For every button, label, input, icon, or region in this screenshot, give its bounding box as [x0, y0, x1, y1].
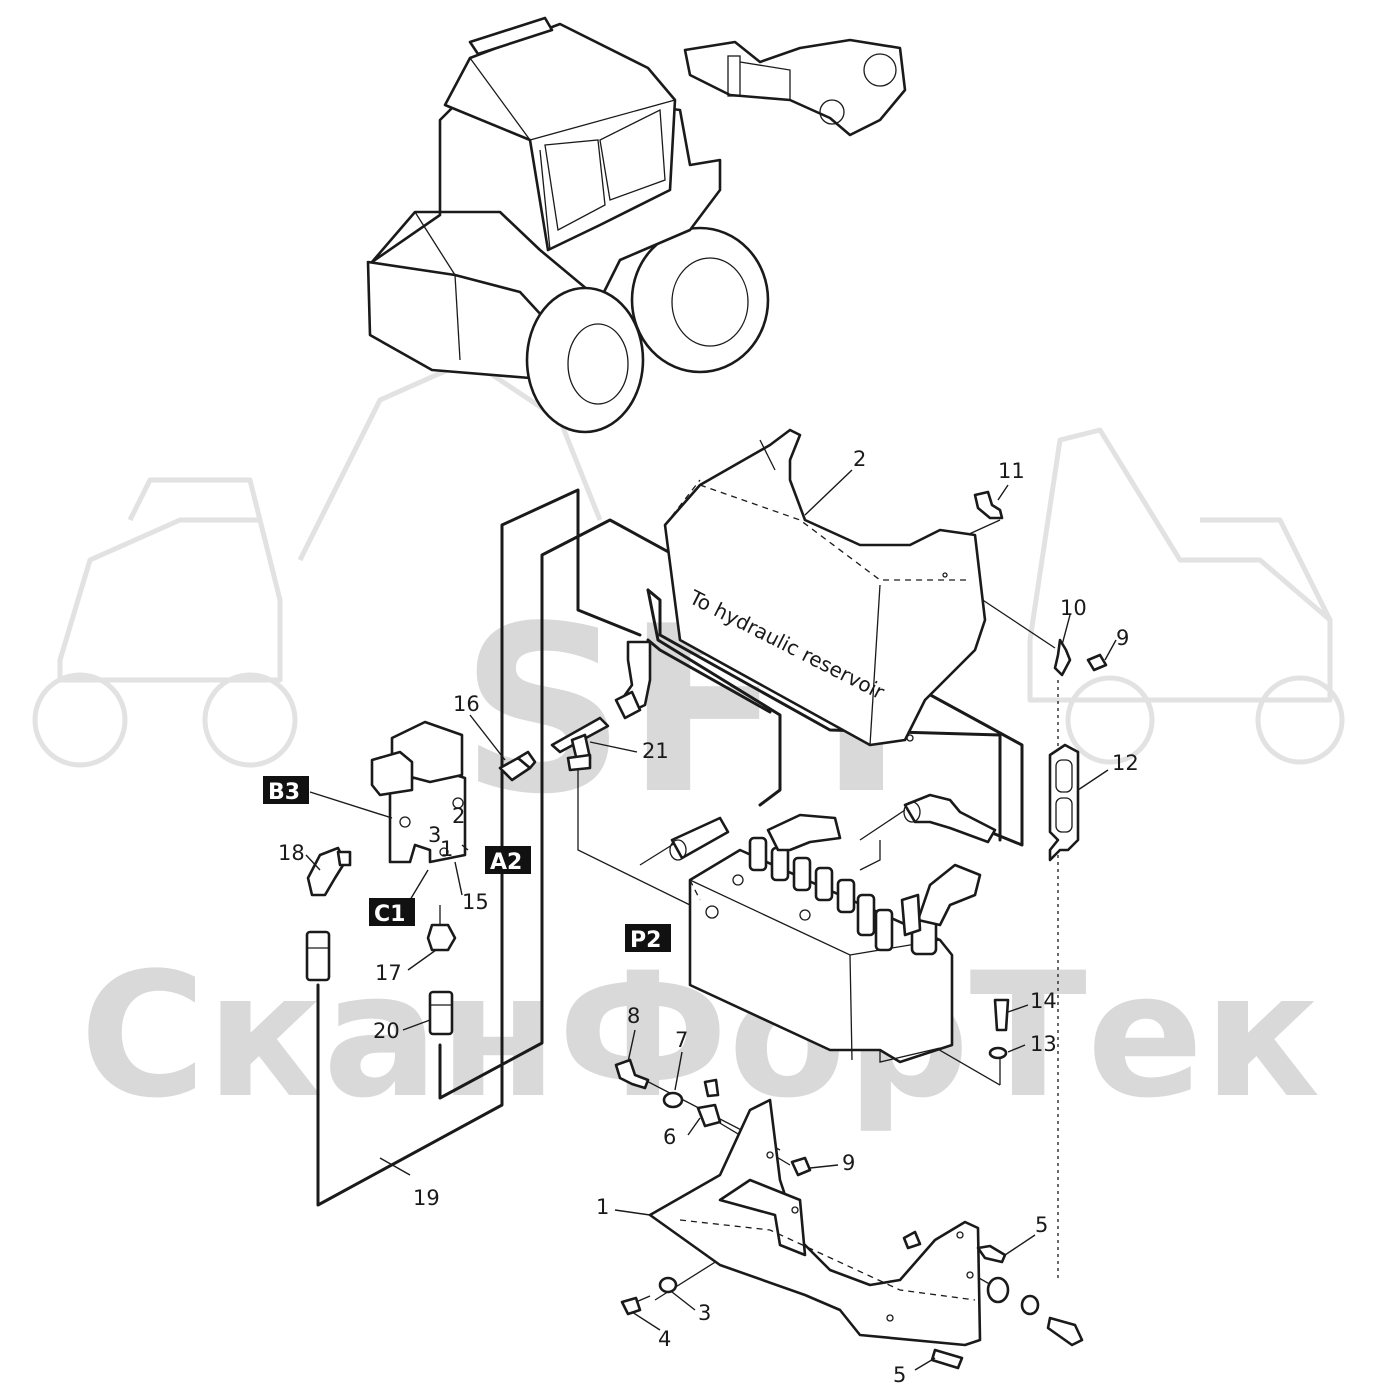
watermark-excavator-arm: [297, 357, 603, 562]
label-21[interactable]: 21: [642, 739, 669, 763]
watermark-machine-left: [32, 477, 298, 768]
nut-near-part-5[interactable]: [902, 1230, 922, 1250]
manifold-elbow-left: [766, 813, 842, 852]
hose-end-fitting-left[interactable]: [305, 930, 331, 982]
label-1[interactable]: 1: [596, 1195, 609, 1219]
label-7[interactable]: 7: [675, 1028, 688, 1052]
loader-front-wheel: [525, 286, 645, 434]
leader-lines: [305, 469, 1117, 1371]
part-1-base-bracket[interactable]: [648, 1098, 982, 1347]
hydraulic-hose-routing: [316, 488, 1024, 1207]
part-13-washer[interactable]: [988, 1046, 1008, 1060]
part-number-labels: 2 11 10 9 12 16 21 18 15 17 20 8 7 6 9 1…: [278, 447, 1139, 1387]
valve-port-1: 1: [440, 837, 453, 861]
valve-connector: [370, 750, 414, 797]
label-17[interactable]: 17: [375, 961, 402, 985]
part-7-washer[interactable]: [662, 1091, 684, 1109]
part-10-clip[interactable]: [1053, 638, 1072, 677]
label-15[interactable]: 15: [462, 890, 489, 914]
label-12[interactable]: 12: [1112, 751, 1139, 775]
port-tag-b3[interactable]: B3: [263, 776, 309, 805]
loader-machine-illustration: [366, 16, 907, 434]
right-spacer-assembly[interactable]: [986, 1276, 1084, 1347]
watermark-machine-right: [1027, 427, 1345, 765]
part-6-spacer[interactable]: [696, 1103, 722, 1128]
label-9-upper[interactable]: 9: [1116, 626, 1129, 650]
label-3[interactable]: 3: [698, 1301, 711, 1325]
label-19[interactable]: 19: [413, 1186, 440, 1210]
part-4-bolt[interactable]: [620, 1295, 651, 1316]
label-10[interactable]: 10: [1060, 596, 1087, 620]
port-tag-a2[interactable]: A2: [485, 846, 531, 875]
part-12-bracket[interactable]: [1048, 743, 1080, 862]
svg-text:P2: P2: [630, 928, 661, 953]
part-9-nut-lower[interactable]: [790, 1156, 812, 1177]
part-15-valve-block[interactable]: [370, 720, 467, 864]
label-4[interactable]: 4: [658, 1327, 671, 1351]
loader-frame-detail: [683, 38, 907, 137]
part-3-washer[interactable]: [658, 1276, 678, 1294]
label-18[interactable]: 18: [278, 841, 305, 865]
part-21-tee[interactable]: [550, 716, 610, 772]
hose-end-fitting-upper[interactable]: [614, 640, 652, 720]
label-2[interactable]: 2: [853, 447, 866, 471]
part-5-bolt-upper[interactable]: [976, 1244, 1007, 1264]
manifold-elbow-right: [916, 863, 982, 927]
manifold-spools: [748, 836, 938, 956]
part-8-bolt[interactable]: [614, 1058, 650, 1090]
label-9-lower[interactable]: 9: [842, 1151, 855, 1175]
label-20[interactable]: 20: [373, 1019, 400, 1043]
hose-19: [316, 488, 642, 1207]
part-11-bolt[interactable]: [973, 490, 1004, 520]
loader-cab-roof: [468, 16, 554, 56]
label-14[interactable]: 14: [1030, 989, 1057, 1013]
valve-port-2: 2: [452, 804, 465, 828]
part-16-adapter[interactable]: [498, 750, 537, 782]
label-13[interactable]: 13: [1030, 1032, 1057, 1056]
svg-text:A2: A2: [490, 850, 522, 875]
p2-control-valve-manifold[interactable]: [688, 813, 982, 1064]
hose-end-fitting-manifold-left[interactable]: [669, 816, 730, 861]
port-tag-p2[interactable]: P2: [625, 924, 671, 953]
watermark: SFT СканФорТек: [32, 357, 1345, 1136]
part-14-bolt[interactable]: [993, 998, 1010, 1032]
port-tag-c1[interactable]: C1: [369, 898, 415, 927]
label-6[interactable]: 6: [663, 1125, 676, 1149]
part-18-elbow[interactable]: [306, 846, 352, 897]
part-17-adapter[interactable]: [426, 905, 457, 952]
svg-text:C1: C1: [374, 902, 405, 927]
label-5-lower[interactable]: 5: [893, 1363, 906, 1387]
label-8[interactable]: 8: [627, 1004, 640, 1028]
part-9-nut-upper[interactable]: [1086, 653, 1108, 672]
svg-text:B3: B3: [268, 780, 300, 805]
label-16[interactable]: 16: [453, 692, 480, 716]
part-5-bolt-lower[interactable]: [930, 1348, 964, 1370]
hose-end-fitting-manifold-right[interactable]: [903, 793, 997, 844]
bolt-near-part-6[interactable]: [703, 1078, 720, 1098]
part-20-hose-end[interactable]: [428, 990, 454, 1036]
part-2-guard-cover[interactable]: [663, 428, 987, 747]
valve-port-3: 3: [428, 823, 441, 847]
label-5-upper[interactable]: 5: [1035, 1213, 1048, 1237]
label-11[interactable]: 11: [998, 459, 1025, 483]
